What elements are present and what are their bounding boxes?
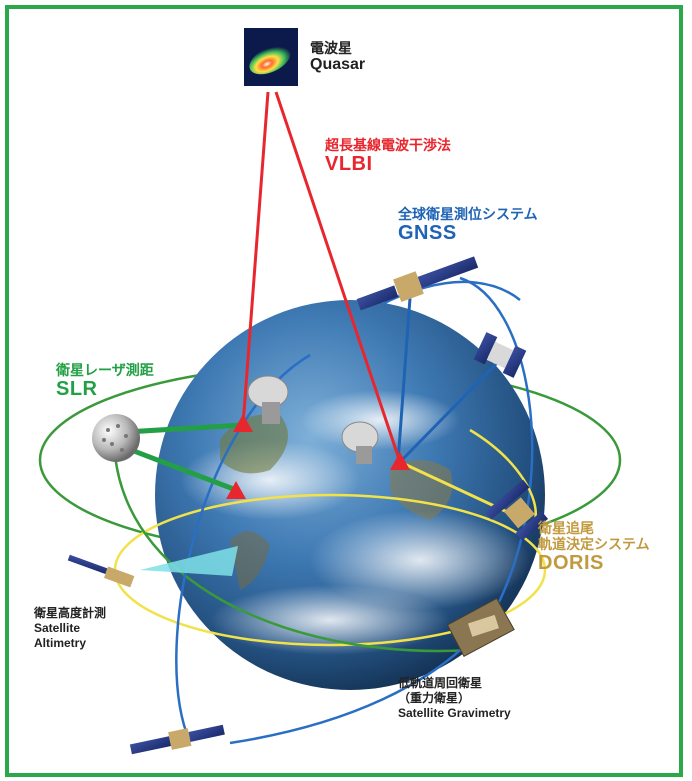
doris-jp2: 軌道決定システム [538,536,650,553]
gravimetry-jp2: （重力衛星） [398,691,471,705]
gnss-orbit-right [229,276,534,745]
altimetry-en1: Satellite [34,621,81,635]
gnss-label: 全球衛星測位システム GNSS [398,206,538,245]
station-marker-2 [390,452,410,470]
station-marker-3 [226,481,246,499]
doris-label: 衛星追尾 軌道決定システム DORIS [538,520,650,575]
doris-jp1: 衛星追尾 [538,520,594,536]
gravimetry-satellite [446,597,515,658]
gravimetry-jp1: 低軌道周回衛星 [398,676,483,690]
altimetry-label: 衛星高度計測 Satellite Altimetry [34,606,106,651]
quasar-label: 電波星 Quasar [310,40,365,74]
gnss-link-1 [396,297,412,463]
bottom-satellite [129,724,225,755]
slr-jp: 衛星レーザ測距 [56,362,154,378]
gnss-jp: 全球衛星測位システム [398,206,538,222]
quasar-jp: 電波星 [310,40,352,56]
doris-orbit [469,428,537,521]
quasar-en: Quasar [310,56,366,74]
gravimetry-orbit [113,454,471,653]
gnss-link-2 [398,360,500,464]
gnss-en: GNSS [398,222,457,245]
gravimetry-label: 低軌道周回衛星 （重力衛星） Satellite Gravimetry [398,676,511,721]
quasar-image [244,28,298,86]
slr-link-2 [125,445,237,493]
slr-label: 衛星レーザ測距 SLR [56,362,154,401]
altimetry-satellite [67,554,135,588]
slr-sphere-satellite [92,414,140,462]
gnss-satellite [356,256,479,311]
gravimetry-en: Satellite Gravimetry [398,706,511,720]
altimetry-en2: Altimetry [34,636,87,650]
slr-link-1 [125,422,244,435]
slr-en: SLR [56,378,98,401]
doris-en: DORIS [538,552,604,575]
altimetry-jp: 衛星高度計測 [34,606,107,620]
station-marker-1 [233,414,253,432]
doris-satellite [484,479,549,541]
vlbi-line-1 [241,91,270,426]
altimetry-beam [140,546,238,576]
gnss-satellite-2 [473,332,527,378]
antenna-2 [341,421,379,464]
vlbi-label: 超長基線電波干渉法 VLBI [325,137,451,176]
vlbi-en: VLBI [325,153,373,176]
vlbi-line-2 [274,91,402,463]
antenna-1 [247,375,289,424]
vlbi-jp: 超長基線電波干渉法 [325,137,451,153]
